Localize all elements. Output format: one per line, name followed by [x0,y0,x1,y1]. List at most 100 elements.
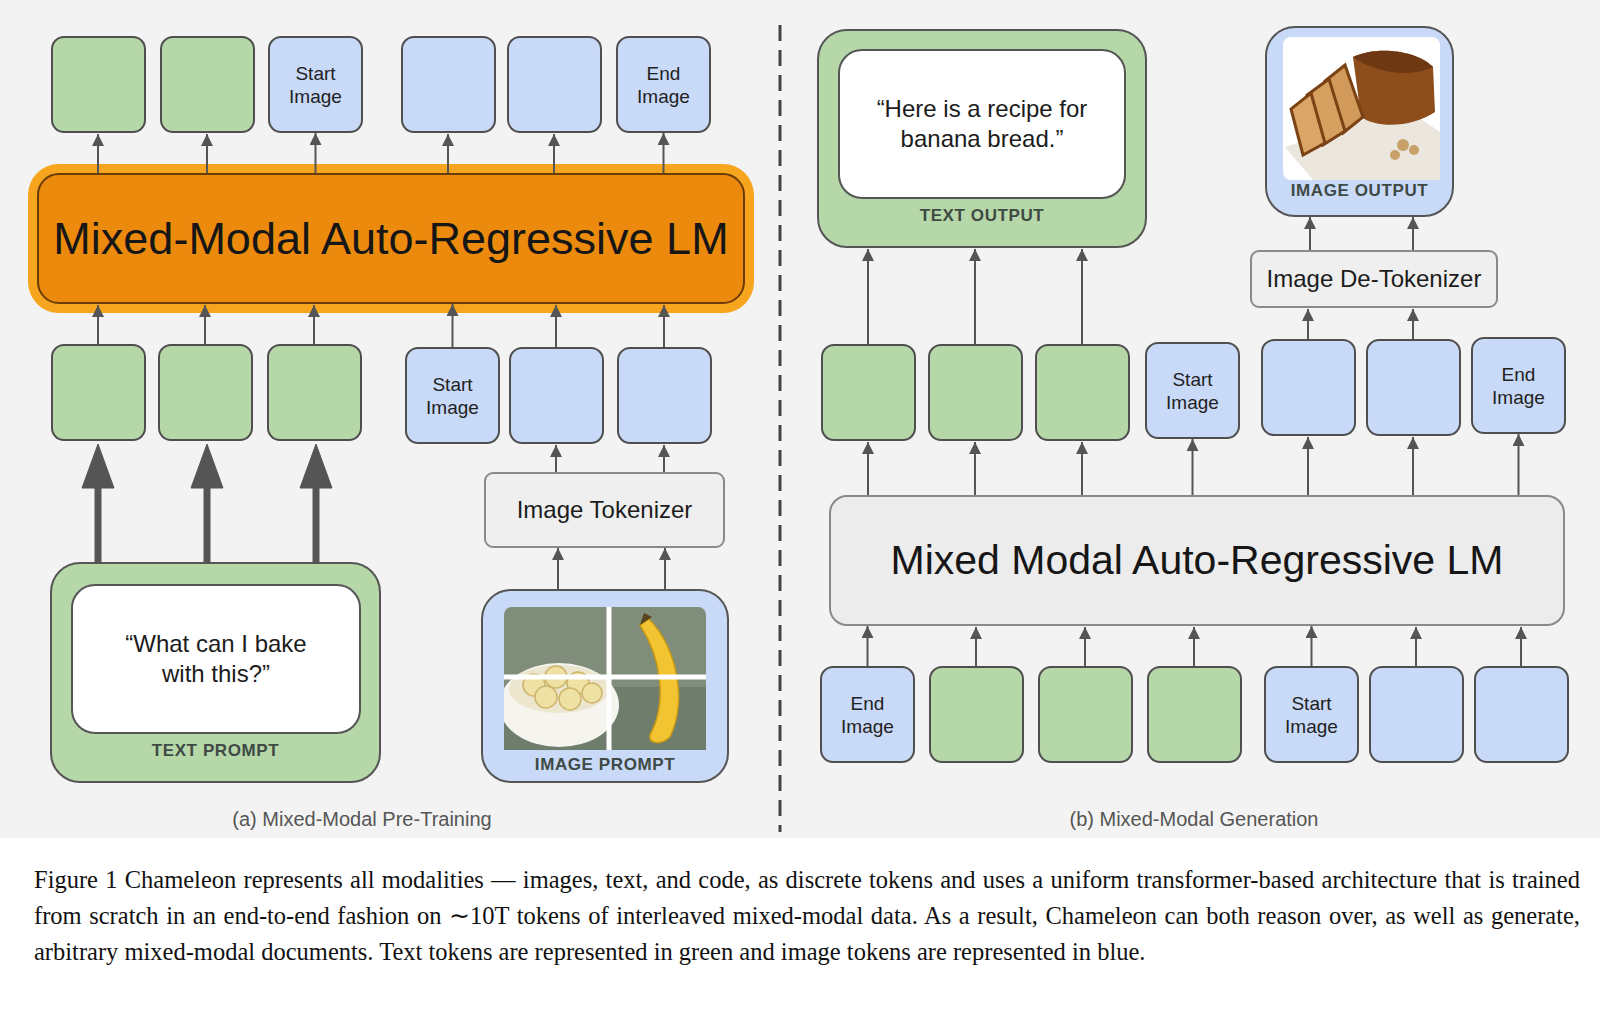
node-text: “Here is a recipe for banana bread.” [862,94,1102,154]
arrow [974,442,976,495]
figure-caption: Figure 1 Chameleon represents all modali… [34,862,1580,970]
image-token: Start Image [405,347,500,444]
text-token [158,344,253,441]
box-label: TEXT PROMPT [52,741,379,761]
arrow [206,134,208,173]
box-label: IMAGE PROMPT [483,755,727,775]
connector-arrow [663,133,665,173]
connector-arrow [1412,217,1414,250]
arrow [1412,309,1414,339]
connector-arrow [1309,217,1311,250]
arrow [204,305,206,344]
node-text: “What can I bake with this?” [111,629,321,689]
node-text: Image De-Tokenizer [1267,265,1482,293]
banana-bread-photo [1283,37,1440,180]
grid-line [504,675,706,680]
node-text: Mixed-Modal Auto-Regressive LM [53,213,728,265]
arrow [1415,627,1417,666]
connector-arrow [452,304,454,347]
node-text: Mixed Modal Auto-Regressive LM [891,537,1504,584]
arrow [974,249,976,344]
walnut [1397,139,1409,151]
image-token: End Image [616,36,711,133]
thick-shaft [313,480,320,562]
arrow [867,249,869,344]
connector-arrow [867,626,869,666]
arrow [555,305,557,347]
arrow [555,445,557,472]
loaf [1353,51,1435,125]
arrow [1084,627,1086,666]
walnut [1409,145,1419,155]
language-model: Mixed Modal Auto-Regressive LM [829,495,1565,626]
arrow [975,627,977,666]
text-token [51,344,146,441]
dashed-line [779,25,782,832]
quote-box: “Here is a recipe for banana bread.” [838,49,1126,199]
bowl-inside [509,665,609,713]
slice [559,688,581,710]
arrow [663,305,665,347]
arrow [1412,437,1414,495]
arrow [1081,249,1083,344]
text-token [160,36,255,133]
arrow [313,305,315,344]
banana-stem [640,613,652,625]
language-model: Mixed-Modal Auto-Regressive LM [37,173,745,304]
thick-shaft [204,480,211,562]
arrow [1307,437,1309,495]
text-token [929,666,1024,763]
layout-arrows [98,134,1521,666]
slice [535,686,557,708]
arrow [1307,309,1309,339]
walnut [1390,150,1400,160]
text-token [1147,666,1242,763]
text-token [51,36,146,133]
subfigure-caption: (b) Mixed-Modal Generation [1070,808,1319,831]
image-token [1261,339,1356,436]
image-token [1369,666,1464,763]
connector-arrow [1192,439,1194,495]
node-text: Start Image [1274,692,1349,738]
arrow [663,445,665,472]
image-token [1366,339,1461,436]
thick-arrows [82,444,332,562]
slice [1291,93,1325,155]
arrow [867,442,869,495]
prompt-box: TEXT PROMPT “What can I bake with this?” [50,562,381,783]
box-label: TEXT OUTPUT [819,206,1145,226]
arrow [1193,627,1195,666]
thick-shaft [95,480,102,562]
connector-arrow [315,133,317,173]
image-token: Start Image [1264,666,1359,763]
node-text: Start Image [415,373,490,419]
quote-box: “What can I bake with this?” [71,584,361,734]
image-token: End Image [1471,337,1566,434]
subfigure-caption: (a) Mixed-Modal Pre-Training [232,808,491,831]
walnuts [1390,139,1419,160]
node-text: End Image [626,62,701,108]
node-text: End Image [1481,363,1556,409]
arrow [447,134,449,173]
text-token [928,344,1023,441]
arrow [97,134,99,173]
thick-head [82,444,114,488]
image-token [617,347,712,444]
detokenizer-box: Image De-Tokenizer [1250,250,1498,308]
arrow [1081,442,1083,495]
connector-arrow [1518,434,1520,495]
text-token [267,344,362,441]
node-text: Start Image [1155,368,1230,414]
image-token [1474,666,1569,763]
banana-slices [523,666,602,710]
connector-arrow [664,548,666,589]
arrow [1520,627,1522,666]
node-text: End Image [830,692,905,738]
thick-head [191,444,223,488]
arrow [97,305,99,344]
image-token: Start Image [268,36,363,133]
image-token [507,36,602,133]
slice [582,683,602,703]
connector-arrow [1311,626,1313,666]
image-token: End Image [820,666,915,763]
